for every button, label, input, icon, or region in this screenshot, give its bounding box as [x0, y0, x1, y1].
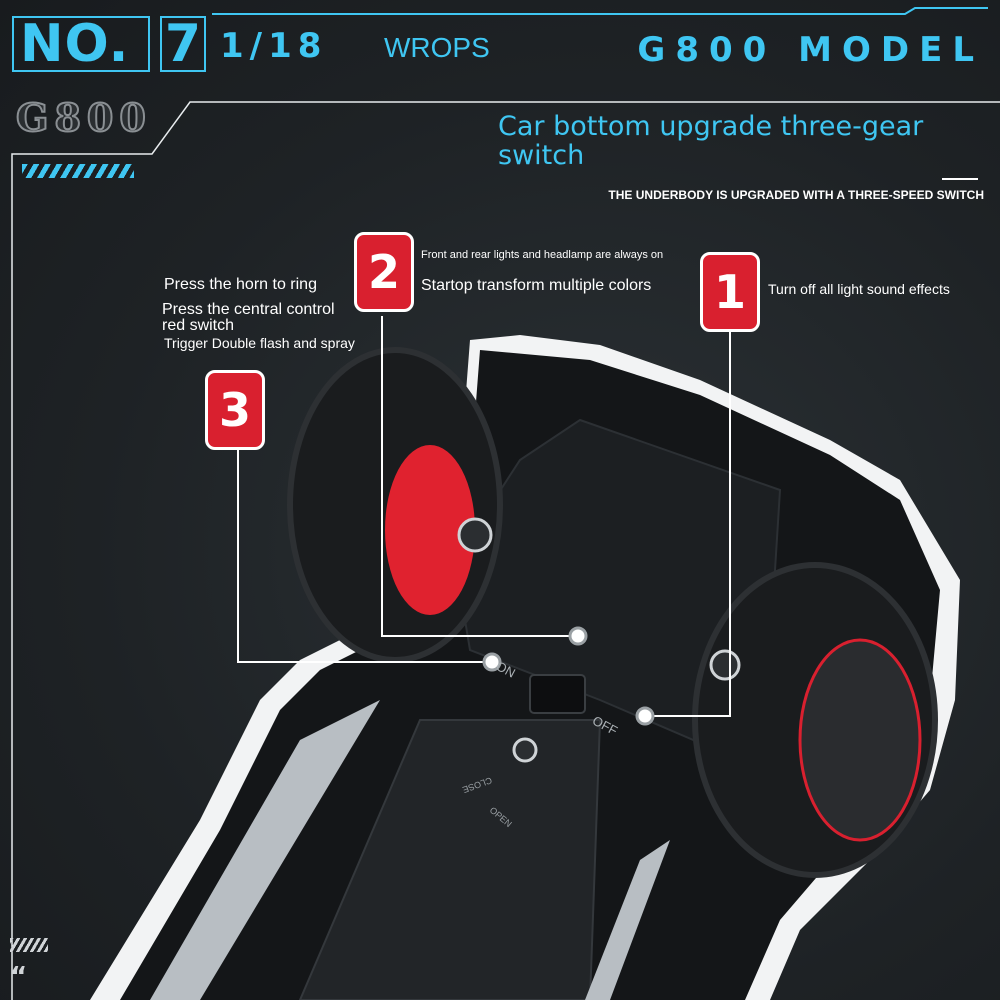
accent-stripes — [22, 164, 134, 178]
callout-3-dot — [482, 652, 502, 672]
callout-3-line2: Press the central control red switch — [162, 301, 335, 334]
brand-label: WROPS — [384, 32, 490, 63]
screw-2 — [709, 649, 741, 681]
left-frame-line — [11, 101, 1000, 1000]
page-title: Car bottom upgrade three-gear switch — [498, 111, 924, 171]
right-axle — [585, 840, 670, 1000]
rear-left-wheel-rim — [385, 445, 475, 615]
callout-1-dot — [635, 706, 655, 726]
model-label: G800 MODEL — [637, 30, 984, 70]
screw-1 — [457, 517, 493, 553]
callout-2-line — [381, 316, 578, 637]
callout-3-line3: Trigger Double flash and spray — [164, 335, 355, 351]
no-label-frame — [12, 16, 150, 72]
subtitle-rule — [942, 178, 978, 180]
product-number: 7 — [164, 14, 202, 74]
three-gear-switch — [529, 674, 586, 714]
callout-1-text: Turn off all light sound effects — [768, 281, 950, 297]
number-frame — [160, 16, 206, 72]
callout-3-line1: Press the horn to ring — [164, 276, 317, 293]
callout-2-text: Startop transform multiple colors — [421, 277, 652, 294]
quote-mark: “ — [10, 962, 28, 992]
no-label: NO. — [20, 14, 130, 74]
front-right-wheel-rim — [798, 638, 922, 842]
car-underbody-illustration — [90, 335, 960, 1000]
screw-3 — [512, 737, 538, 763]
top-frame-line — [212, 7, 988, 15]
callout-3-line — [237, 450, 492, 663]
decor-stripes — [10, 938, 48, 952]
page-subtitle: THE UNDERBODY IS UPGRADED WITH A THREE-S… — [608, 188, 984, 202]
callout-2-dot — [568, 626, 588, 646]
callout-1-badge: 1 — [700, 252, 760, 332]
g800-logo: G800 — [15, 95, 152, 141]
battery-cover — [298, 719, 602, 1000]
scale-label: 1/18 — [220, 26, 328, 66]
callout-3-badge: 3 — [205, 370, 265, 450]
callout-2-badge: 2 — [354, 232, 414, 312]
callout-2-small-text: Front and rear lights and headlamp are a… — [421, 249, 664, 261]
callout-1-line — [645, 332, 731, 717]
left-axle — [150, 700, 380, 1000]
